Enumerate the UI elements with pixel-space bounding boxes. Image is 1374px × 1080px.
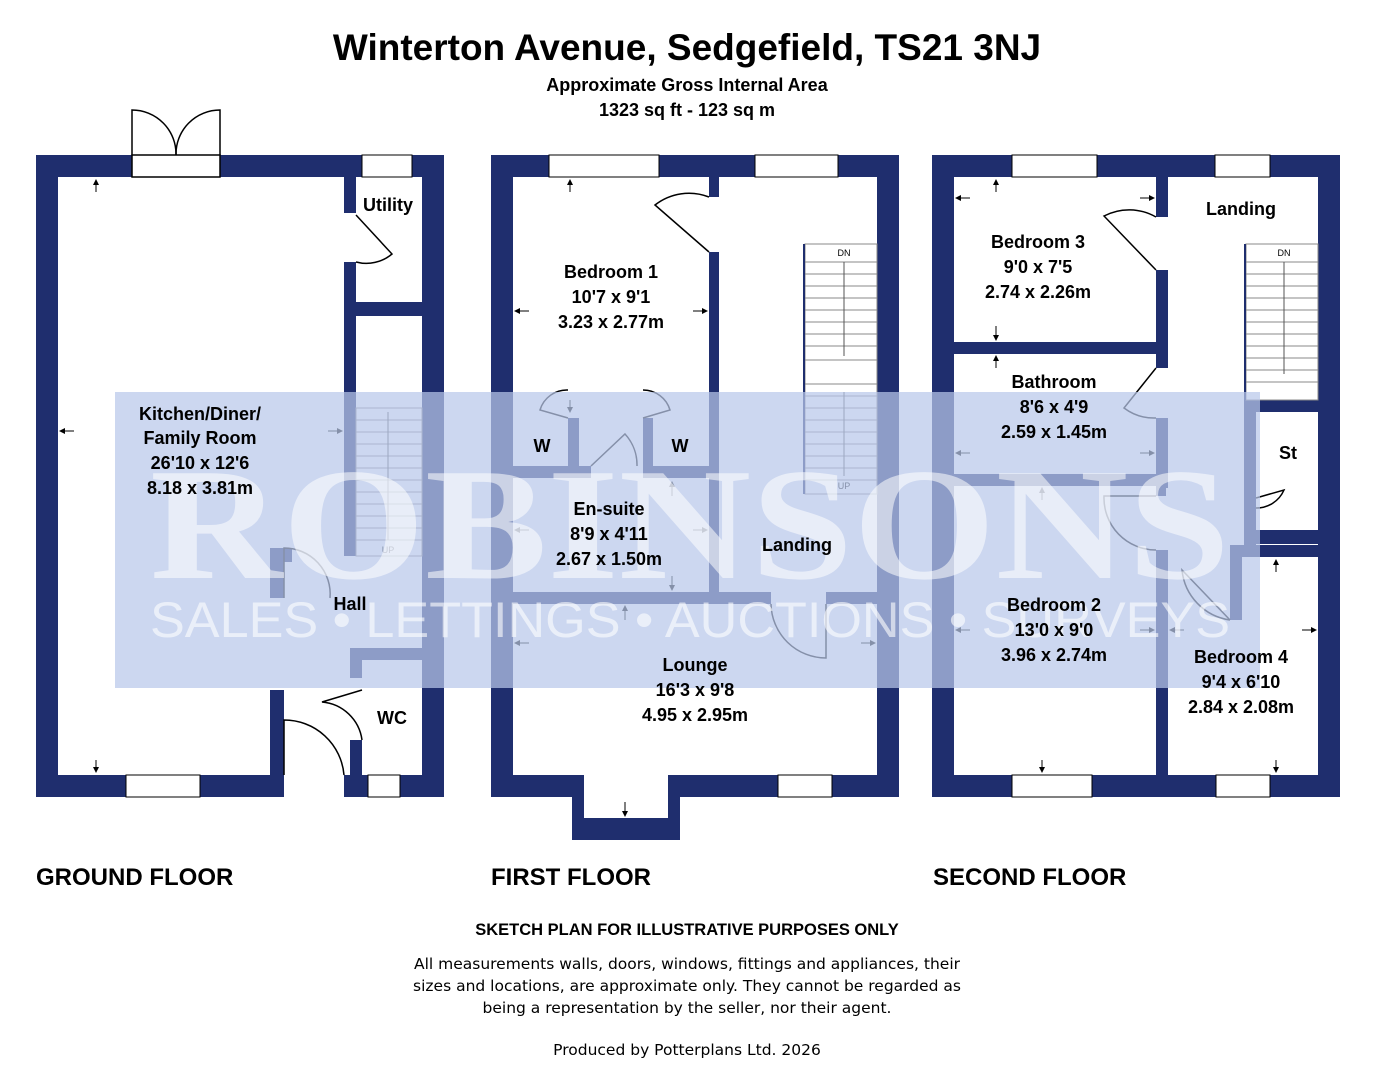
- room-bedroom1-imperial: 10'7 x 9'1: [572, 287, 651, 307]
- room-bedroom2-name: Bedroom 2: [1007, 595, 1101, 615]
- room-bedroom4-name: Bedroom 4: [1194, 647, 1288, 667]
- room-lounge-metric: 4.95 x 2.95m: [642, 705, 748, 725]
- room-bedroom3-metric: 2.74 x 2.26m: [985, 282, 1091, 302]
- room-kitchen-name2: Family Room: [143, 428, 256, 448]
- window: [777, 774, 833, 798]
- room-bedroom1-metric: 3.23 x 2.77m: [558, 312, 664, 332]
- room-wc-name: WC: [377, 708, 407, 728]
- disclaimer-line-3: being a representation by the seller, no…: [483, 999, 892, 1017]
- room-ensuite-metric: 2.67 x 1.50m: [556, 549, 662, 569]
- room-kitchen-metric: 8.18 x 3.81m: [147, 478, 253, 498]
- room-labels: Kitchen/Diner/ Family Room 26'10 x 12'6 …: [139, 195, 1297, 728]
- room-bedroom3-name: Bedroom 3: [991, 232, 1085, 252]
- second-floor-label: SECOND FLOOR: [933, 864, 1126, 891]
- watermark-band: [115, 392, 1260, 688]
- room-store-name: St: [1279, 443, 1297, 463]
- watermark-brand: ROBINSONS: [150, 435, 1230, 613]
- room-kitchen-name: Kitchen/Diner/: [139, 404, 261, 424]
- room-hall-name: Hall: [333, 594, 366, 614]
- second-stairs: [1245, 243, 1319, 401]
- watermark: ROBINSONS SALES • LETTINGS • AUCTIONS • …: [115, 392, 1260, 688]
- ground-floor-label: GROUND FLOOR: [36, 864, 233, 891]
- plan-area: 1323 sq ft - 123 sq m: [599, 100, 775, 120]
- french-doors: [131, 109, 221, 178]
- room-first-landing-name: Landing: [762, 535, 832, 555]
- room-ensuite-name: En-suite: [573, 499, 644, 519]
- room-bedroom2-imperial: 13'0 x 9'0: [1015, 620, 1094, 640]
- stairs-down-label: DN: [1278, 248, 1291, 258]
- window: [1215, 774, 1271, 798]
- room-bedroom3-imperial: 9'0 x 7'5: [1004, 257, 1073, 277]
- window: [548, 154, 660, 178]
- plan-subtitle: Approximate Gross Internal Area: [546, 75, 828, 95]
- room-second-landing-name: Landing: [1206, 199, 1276, 219]
- room-bedroom4-metric: 2.84 x 2.08m: [1188, 697, 1294, 717]
- room-lounge-imperial: 16'3 x 9'8: [656, 680, 735, 700]
- window: [361, 154, 413, 178]
- window: [1011, 774, 1093, 798]
- room-wardrobe-right-name: W: [672, 436, 689, 456]
- room-utility-name: Utility: [363, 195, 413, 215]
- room-bathroom-metric: 2.59 x 1.45m: [1001, 422, 1107, 442]
- room-wardrobe-left-name: W: [534, 436, 551, 456]
- disclaimer-line-1: All measurements walls, doors, windows, …: [414, 955, 961, 973]
- room-bedroom1-name: Bedroom 1: [564, 262, 658, 282]
- room-ensuite-imperial: 8'9 x 4'11: [570, 524, 648, 544]
- producer-credit: Produced by Potterplans Ltd. 2026: [553, 1041, 821, 1059]
- front-door: [283, 719, 345, 776]
- room-bedroom4-imperial: 9'4 x 6'10: [1202, 672, 1281, 692]
- stairs-down-label: DN: [838, 248, 851, 258]
- room-lounge-name: Lounge: [663, 655, 728, 675]
- room-bathroom-imperial: 8'6 x 4'9: [1020, 397, 1089, 417]
- plan-title: Winterton Avenue, Sedgefield, TS21 3NJ: [333, 27, 1041, 68]
- room-bedroom2-metric: 3.96 x 2.74m: [1001, 645, 1107, 665]
- window: [367, 774, 401, 798]
- window: [125, 774, 201, 798]
- disclaimer-heading: SKETCH PLAN FOR ILLUSTRATIVE PURPOSES ON…: [475, 921, 899, 939]
- disclaimer-line-2: sizes and locations, are approximate onl…: [413, 977, 961, 995]
- watermark-tagline: SALES • LETTINGS • AUCTIONS • SURVEYS: [150, 592, 1230, 648]
- first-floor-label: FIRST FLOOR: [491, 864, 651, 891]
- room-bathroom-name: Bathroom: [1012, 372, 1097, 392]
- room-kitchen-imperial: 26'10 x 12'6: [151, 453, 250, 473]
- window: [1214, 154, 1271, 178]
- window: [754, 154, 839, 178]
- window: [1011, 154, 1098, 178]
